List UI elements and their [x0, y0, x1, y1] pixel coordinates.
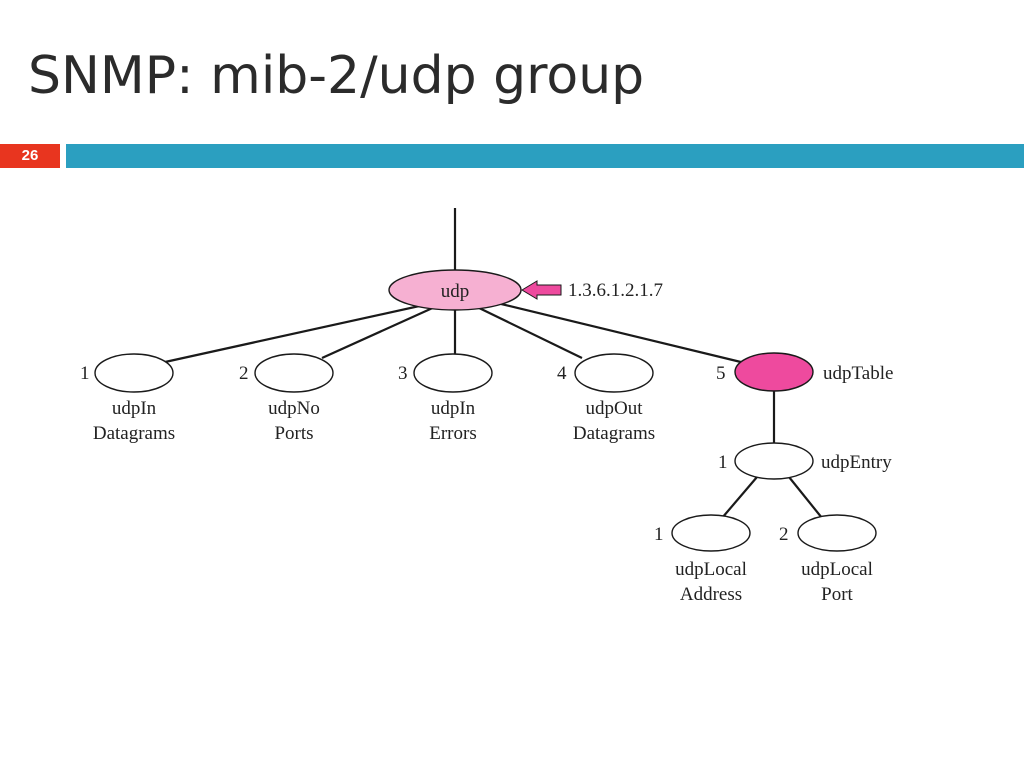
leaf-label-1-line1: udpLocal [675, 559, 747, 580]
child-node-4 [574, 353, 654, 393]
edge-udp-to-child-2 [321, 304, 438, 360]
udptable-node [734, 352, 814, 392]
leaf-label-2-line2: Port [821, 584, 853, 605]
child-label-4-line2: Datagrams [573, 423, 655, 444]
leaf-number-2: 2 [779, 524, 789, 545]
udp-node-label: udp [441, 281, 470, 302]
page-number-badge: 26 [0, 144, 60, 168]
child-label-4-line1: udpOut [586, 398, 644, 419]
udptable-label: udpTable [823, 363, 893, 384]
edge-udp-to-child-4 [474, 305, 583, 359]
udp-node [388, 269, 522, 311]
child-label-3-line1: udpIn [431, 398, 476, 419]
child-label-2-line1: udpNo [268, 398, 320, 419]
edge-udpentry-to-leaf-2 [788, 476, 823, 519]
child-label-2-line2: Ports [274, 423, 313, 444]
edge-udpentry-to-leaf-1 [721, 476, 758, 519]
child-label-1-line1: udpIn [112, 398, 157, 419]
child-node-2 [254, 353, 334, 393]
leaf-node-2 [797, 514, 877, 552]
leaf-node-1 [671, 514, 751, 552]
child-number-5: 5 [716, 363, 726, 384]
leaf-label-2-line1: udpLocal [801, 559, 873, 580]
leaf-number-1: 1 [654, 524, 664, 545]
header-bar [66, 144, 1024, 168]
child-node-3 [413, 353, 493, 393]
udpentry-number: 1 [718, 452, 728, 473]
child-label-1-line2: Datagrams [93, 423, 175, 444]
child-number-3: 3 [398, 363, 408, 384]
slide-title: SNMP: mib-2/udp group [28, 46, 645, 106]
udpentry-label: udpEntry [821, 452, 892, 473]
child-label-3-line2: Errors [429, 423, 476, 444]
leaf-label-1-line2: Address [680, 584, 742, 605]
child-node-1 [94, 353, 174, 393]
edge-udp-to-child-5 [496, 301, 746, 365]
oid-arrow-icon [521, 280, 562, 300]
udp-oid-label: 1.3.6.1.2.1.7 [568, 280, 663, 301]
child-number-4: 4 [557, 363, 567, 384]
edge-udp-to-child-1 [164, 301, 434, 364]
child-number-1: 1 [80, 363, 90, 384]
udpentry-node [734, 442, 814, 480]
child-number-2: 2 [239, 363, 249, 384]
